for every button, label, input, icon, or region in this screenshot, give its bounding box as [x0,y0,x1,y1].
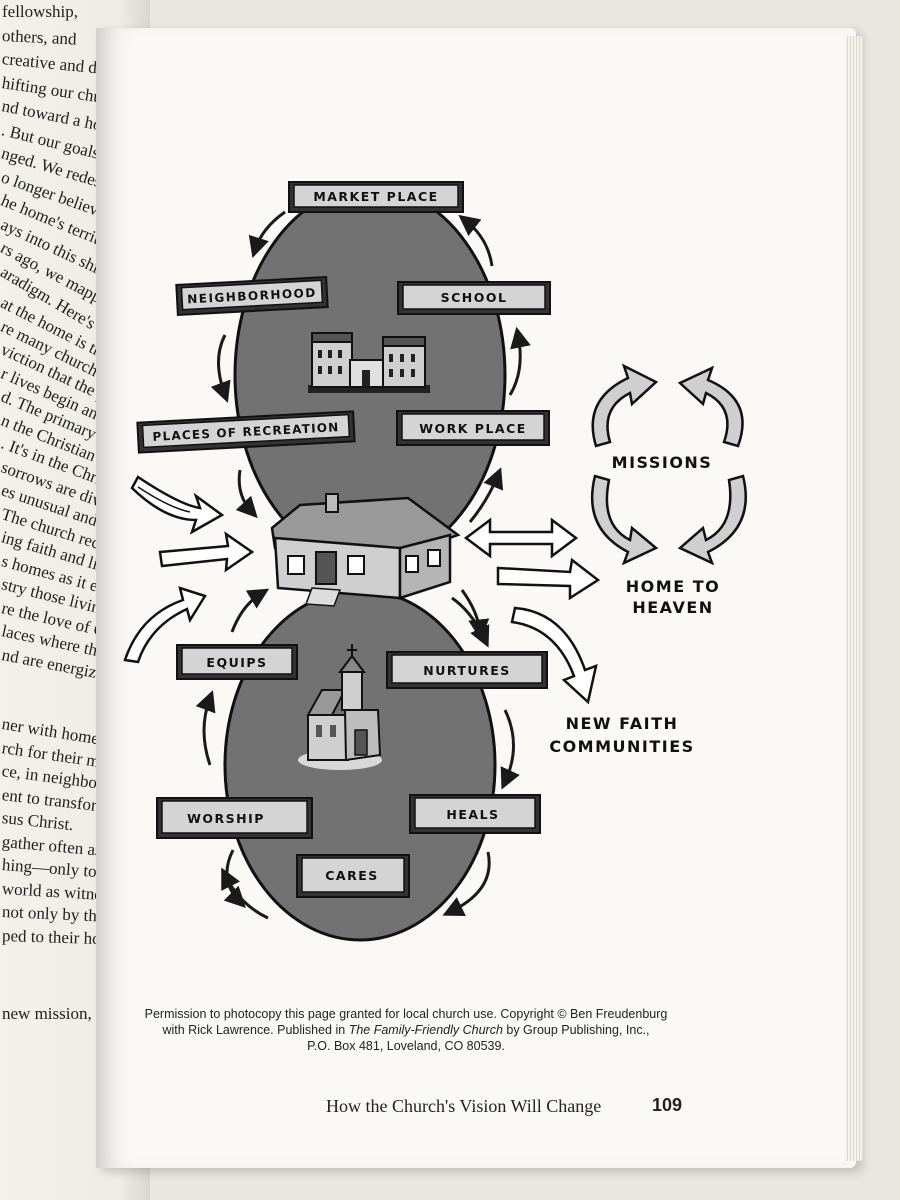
town-buildings-icon [308,332,430,393]
new-faith-arrow [510,606,598,705]
neighborhood-box: NEIGHBORHOOD [175,276,329,316]
permission-line-2: with Rick Lawrence. Published in The Fam… [116,1022,696,1038]
missions-label: MISSIONS [612,453,713,472]
market-place-label: MARKET PLACE [313,189,438,204]
home-to-heaven-label-line1: HOME TO [626,577,720,596]
book-title: The Family-Friendly Church [348,1023,503,1037]
home-icon [270,493,461,607]
permission-line-3: P.O. Box 481, Loveland, CO 80539. [307,1039,505,1053]
nurtures-box: NURTURES [386,651,548,689]
work-place-box: WORK PLACE [396,410,550,446]
lower-cycle-arrows [195,588,520,920]
new-faith-label-line2: COMMUNITIES [549,737,694,756]
school-box: SCHOOL [397,281,551,315]
running-title: How the Church's Vision Will Change [326,1096,602,1116]
permission-line-2-suffix: by Group Publishing, Inc., [502,1023,650,1037]
places-of-recreation-box: PLACES OF RECREATION [136,410,356,454]
cares-label: CARES [325,868,379,883]
missions-cycle-arrows [590,363,748,566]
home-nurtures-arrow [460,589,490,641]
equips-box: EQUIPS [176,644,298,680]
permission-notice: Permission to photocopy this page grante… [116,1006,696,1054]
worship-box: WORSHIP [156,797,313,839]
market-place-box: MARKET PLACE [288,181,464,213]
work-place-label: WORK PLACE [419,421,527,436]
heals-label: HEALS [446,807,499,822]
worship-label: WORSHIP [187,811,265,826]
nurtures-label: NURTURES [423,663,511,678]
new-faith-label-line1: NEW FAITH [566,714,679,733]
cares-box: CARES [296,854,410,898]
school-label: SCHOOL [441,290,508,305]
church-icon [298,644,382,770]
permission-line-2-prefix: with Rick Lawrence. Published in [162,1023,349,1037]
home-to-heaven-label-line2: HEAVEN [632,598,713,617]
home-missions-double-arrow [463,517,579,559]
page-number: 109 [652,1095,683,1115]
equips-label: EQUIPS [206,655,267,670]
permission-line-1: Permission to photocopy this page grante… [144,1007,668,1021]
facing-page-line: fellowship, [2,2,79,21]
page-edges [845,36,863,1161]
heals-box: HEALS [409,794,541,834]
upper-cycle-arrows [210,210,531,523]
neighborhood-label: NEIGHBORHOOD [187,286,317,307]
inbound-home-arrows [123,475,255,664]
home-to-heaven-arrow [496,557,601,601]
